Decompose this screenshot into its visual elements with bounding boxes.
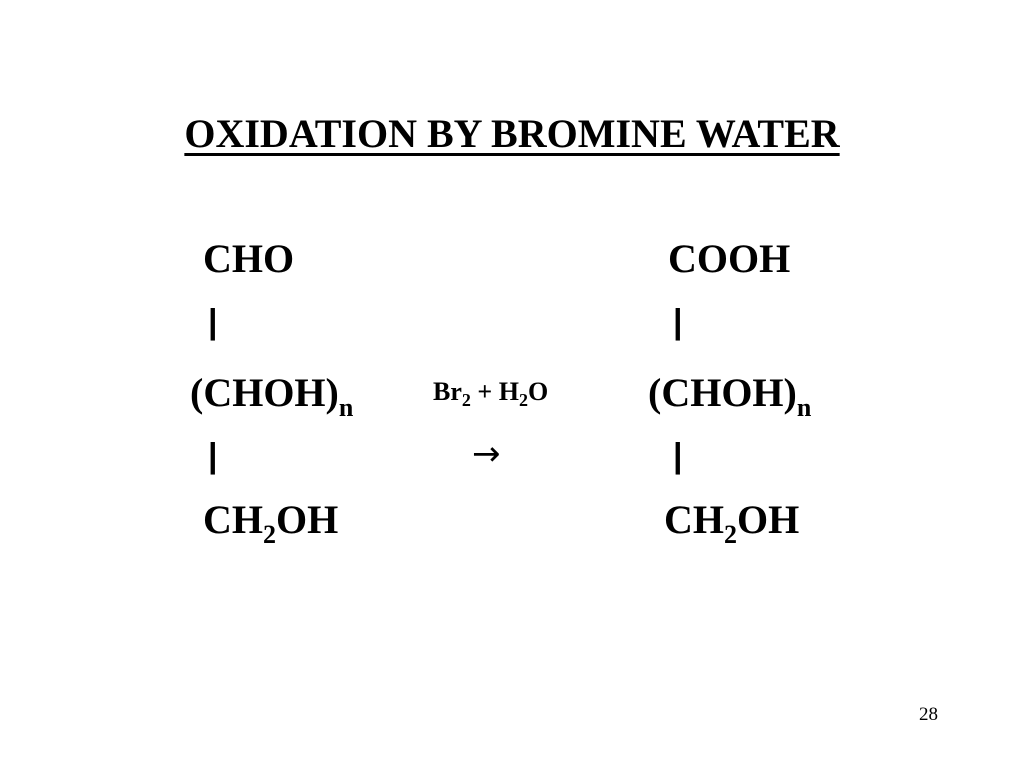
product-oh-text: OH	[737, 497, 800, 542]
product-bond-lower: |	[673, 437, 683, 475]
reactant-chain: (CHOH)n	[190, 370, 353, 421]
product-chain-group: (CHOH)	[648, 370, 797, 415]
slide-title: OXIDATION BY BROMINE WATER	[184, 111, 840, 156]
product-carboxyl-group: COOH	[668, 236, 791, 281]
reactant-ch-subscript: 2	[263, 520, 276, 549]
reactant-bond-lower: |	[208, 437, 218, 475]
reactant-chain-group: (CHOH)	[190, 370, 339, 415]
product-hydroxymethyl-group: CH2OH	[664, 497, 800, 548]
reagent-h-subscript: 2	[518, 390, 528, 410]
reactant-ch-text: CH	[203, 497, 263, 542]
reaction-arrow-icon: →	[472, 434, 501, 474]
reagent-br-subscript: 2	[461, 390, 471, 410]
reagent-br-text: Br	[433, 377, 462, 406]
reactant-oh-text: OH	[276, 497, 339, 542]
product-bond-upper: |	[673, 303, 683, 341]
product-chain: (CHOH)n	[648, 370, 811, 421]
reactant-bond-upper: |	[208, 303, 218, 341]
reagent-plus-h-text: + H	[470, 377, 519, 406]
reagent-o-text: O	[527, 377, 549, 406]
product-ch-subscript: 2	[724, 520, 737, 549]
reactant-aldehyde-group: CHO	[203, 236, 295, 281]
reagent-label: Br2 + H2O	[433, 377, 549, 410]
reactant-chain-subscript: n	[338, 393, 354, 422]
product-ch-text: CH	[664, 497, 724, 542]
reactant-hydroxymethyl-group: CH2OH	[203, 497, 339, 548]
page-number: 28	[919, 704, 938, 725]
product-chain-subscript: n	[796, 393, 812, 422]
